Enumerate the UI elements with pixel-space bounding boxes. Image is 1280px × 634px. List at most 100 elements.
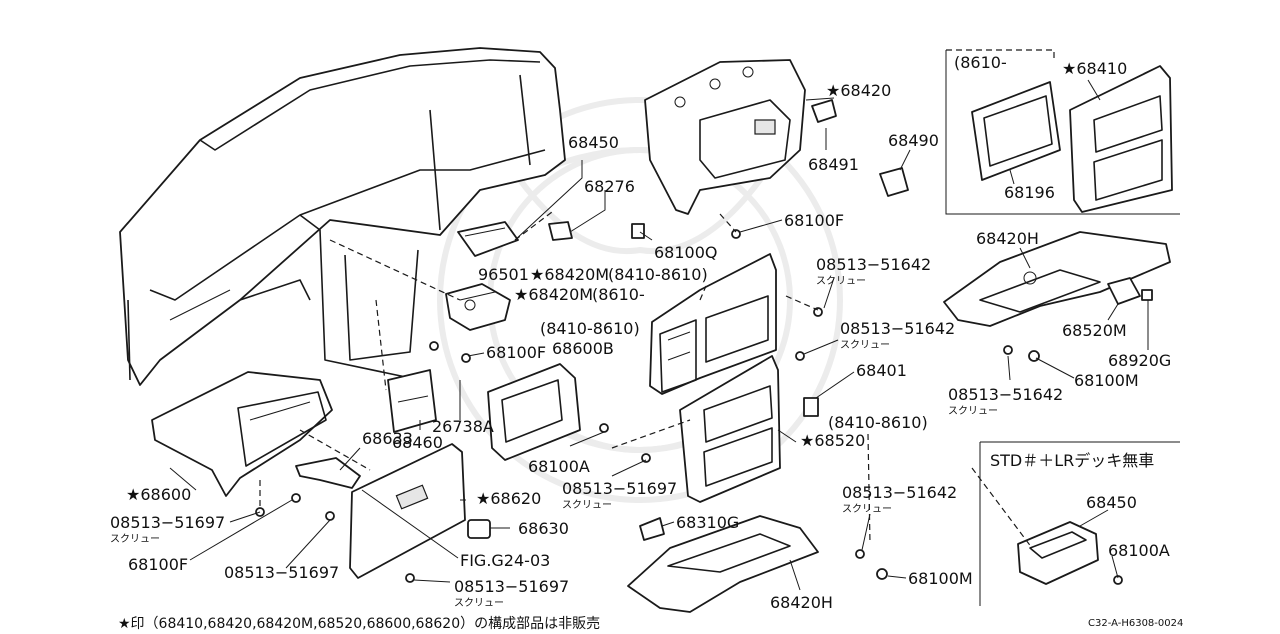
part-68620-lid [349, 443, 466, 579]
label-screw-a: スクリュー [110, 533, 160, 545]
part-68520-center-panel [679, 355, 781, 503]
part-68633-hinge [295, 457, 361, 489]
label-screw-f: スクリュー [840, 339, 890, 351]
label-68420H-a: 68420H [770, 593, 833, 612]
screw-icon [641, 453, 651, 463]
part-68600-glovebox [151, 371, 333, 497]
label-screw-e: スクリュー [816, 275, 866, 287]
label-26738A: 26738A [432, 417, 494, 436]
part-68600B-frame [487, 363, 581, 461]
screw-icon [255, 507, 265, 517]
label-range-8610-a: (8610- [592, 285, 645, 304]
label-68633: 68633 [362, 429, 413, 448]
label-range-a: (8410-8610) [608, 265, 708, 284]
label-08513-51642-c: 08513−51642 [842, 483, 957, 502]
label-68410: ★68410 [1062, 59, 1127, 78]
screw-icon [731, 229, 741, 239]
screw-icon [1113, 575, 1123, 585]
part-68520M-tray [1107, 277, 1141, 305]
part-68450-tray-std [1017, 521, 1099, 585]
part-68420-cluster-hood [644, 59, 806, 215]
part-68196-frame [971, 81, 1061, 181]
label-68420H-b: 68420H [976, 229, 1039, 248]
label-68600: ★68600 [126, 485, 191, 504]
screw-icon [599, 423, 609, 433]
label-screw-d: スクリュー [562, 499, 612, 511]
dashboard-body [119, 47, 566, 386]
label-08513-51642-b: 08513−51642 [840, 319, 955, 338]
screw-icon [461, 353, 471, 363]
part-68920G-clip [1141, 289, 1153, 301]
label-68420M-a: ★68420M [530, 265, 609, 284]
label-range-b: (8410-8610) [540, 319, 640, 338]
label-range-c: (8410-8610) [828, 413, 928, 432]
label-68420: ★68420 [826, 81, 891, 100]
part-68420H-console-lower [627, 515, 819, 613]
label-08513-51642-a: 08513−51642 [816, 255, 931, 274]
part-68460-bracket [387, 369, 437, 433]
label-68401: 68401 [856, 361, 907, 380]
screw-icon [855, 549, 865, 559]
label-68491: 68491 [808, 155, 859, 174]
part-68420M-bracket [445, 283, 511, 331]
screw-icon [291, 493, 301, 503]
label-08513-51697-c: 08513−51697 [454, 577, 569, 596]
variant-box-8610 [945, 49, 1180, 215]
callout-labels: 68450 68276 ★68420 68491 68490 68100F 68… [110, 53, 1171, 612]
label-08513-51697-b: 08513−51697 [224, 563, 339, 582]
label-68310G: 68310G [676, 513, 739, 532]
label-68600B: 68600B [552, 339, 614, 358]
part-68450-bracket [457, 221, 519, 257]
label-screw-g: スクリュー [842, 503, 892, 515]
screw-icon [876, 568, 888, 580]
label-68100M-a: 68100M [908, 569, 973, 588]
footnote: ★印（68410,68420,68420M,68520,68600,68620）… [118, 616, 600, 632]
screw-icon [405, 573, 415, 583]
label-68100M-b: 68100M [1074, 371, 1139, 390]
label-68100A-a: 68100A [528, 457, 590, 476]
part-68276-clip [548, 221, 573, 241]
part-68310G-bracket [639, 517, 665, 541]
label-68520: ★68520 [800, 431, 865, 450]
screw-icon [1003, 345, 1013, 355]
leader-lines [169, 79, 1149, 591]
screw-icon [429, 341, 439, 351]
part-68491-switch [811, 99, 837, 123]
screw-icon [1028, 350, 1040, 362]
label-68460: 68460 [392, 433, 443, 452]
label-68196: 68196 [1004, 183, 1055, 202]
part-68630-latch [467, 519, 491, 539]
label-68100F-c: 68100F [128, 555, 188, 574]
label-68620: ★68620 [476, 489, 541, 508]
label-08513-51642-d: 08513−51642 [948, 385, 1063, 404]
label-08513-51697-d: 08513−51697 [562, 479, 677, 498]
label-range-8610-b: (8610- [954, 53, 1007, 72]
label-68490: 68490 [888, 131, 939, 150]
part-68490-cap [879, 167, 909, 197]
label-68276: 68276 [584, 177, 635, 196]
std-variant-box [979, 441, 1180, 606]
label-68450: 68450 [568, 133, 619, 152]
screw-icon [795, 351, 805, 361]
part-68100Q-clip [631, 223, 645, 239]
label-08513-51697-a: 08513−51697 [110, 513, 225, 532]
label-68100A-b: 68100A [1108, 541, 1170, 560]
label-68920G: 68920G [1108, 351, 1171, 370]
diagram-code: C32-A-H6308-0024 [1088, 618, 1183, 629]
label-screw-h: スクリュー [948, 405, 998, 417]
label-68520M: 68520M [1062, 321, 1127, 340]
part-68410-panel [1069, 65, 1173, 213]
label-68100F-a: 68100F [784, 211, 844, 230]
label-68450-b: 68450 [1086, 493, 1137, 512]
label-96501: 96501 [478, 265, 529, 284]
label-68630: 68630 [518, 519, 569, 538]
label-fig-ref: FIG.G24-03 [460, 551, 550, 570]
part-68420H-console-upper [943, 231, 1171, 327]
label-screw-c: スクリュー [454, 597, 504, 609]
label-68100F-b: 68100F [486, 343, 546, 362]
screw-icon [325, 511, 335, 521]
part-68401-knob [803, 397, 819, 417]
part-68420M-center-panel [649, 253, 777, 395]
